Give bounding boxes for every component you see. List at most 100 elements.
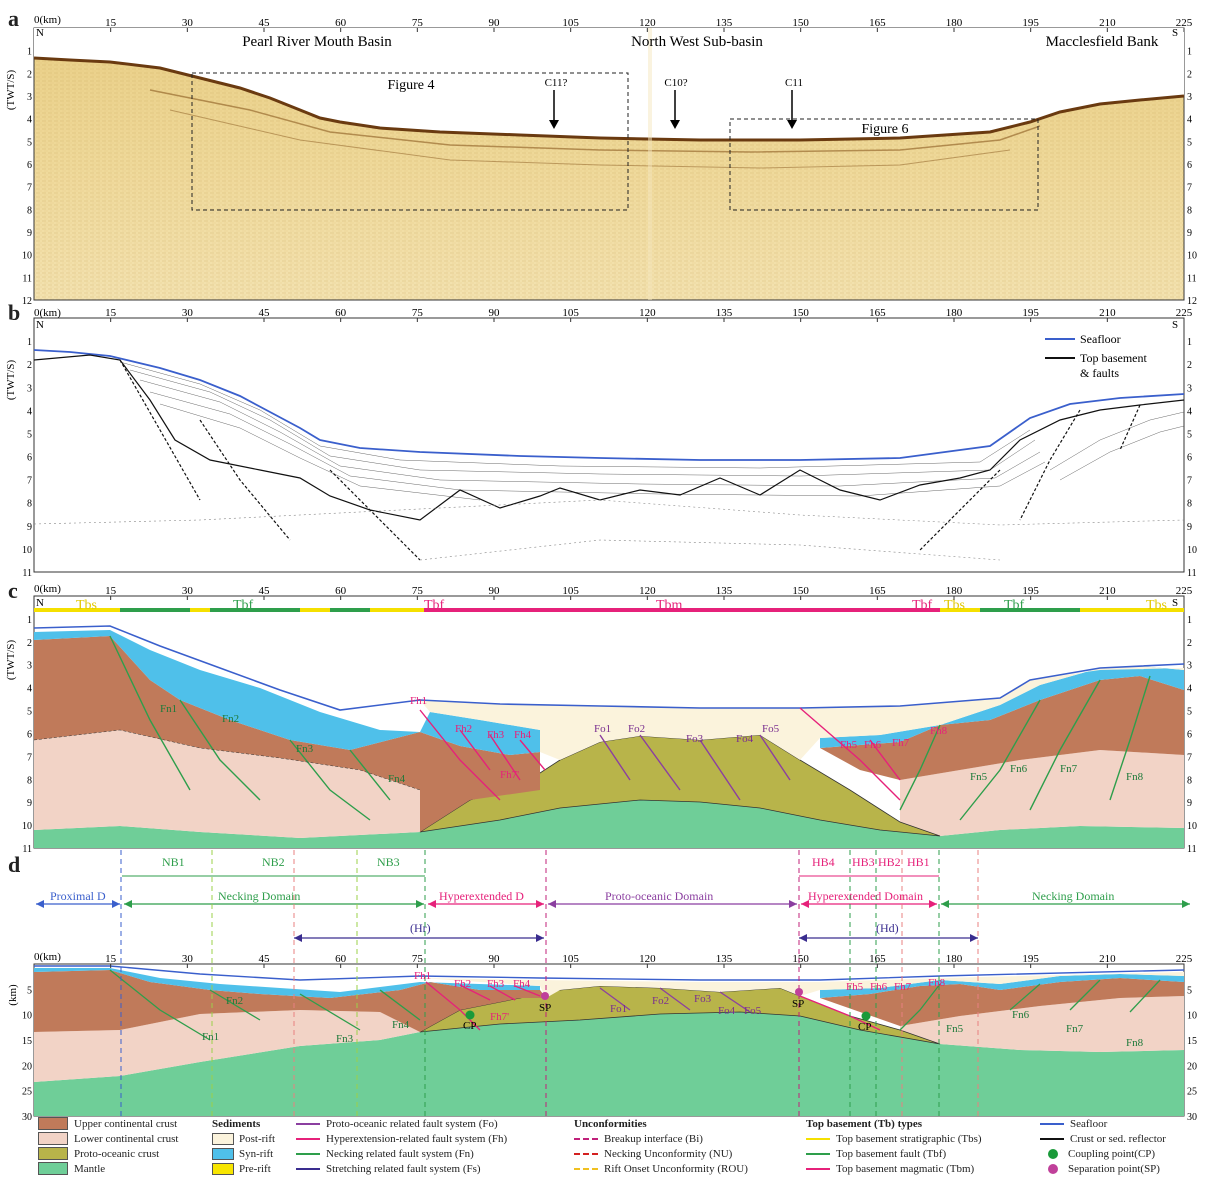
separation-point-icon — [1048, 1163, 1058, 1174]
fault-label-d-fn7: Fn7 — [1066, 1023, 1084, 1035]
coupling-point-left — [465, 1010, 475, 1020]
proto-oceanic-crust-c — [419, 734, 941, 837]
legend-crust-reflector: Crust or sed. reflector — [1040, 1131, 1166, 1146]
axis-tick-label-a-right: 4 — [1187, 115, 1192, 126]
axis-tick-label-c-right: 11 — [1187, 844, 1197, 855]
km-tick-label-a: 60 — [335, 17, 347, 29]
fault-label-fo2: Fo2 — [628, 723, 645, 735]
axis-tick-label-c-right: 6 — [1187, 729, 1192, 740]
axis-tick-label-c-left: 2 — [27, 638, 32, 649]
south-label-b: S — [1172, 319, 1178, 331]
domain-proximal: Proximal D — [50, 889, 106, 903]
km-tick-label-a: 15 — [105, 17, 117, 29]
fault-label-fn7: Fn7 — [1060, 763, 1078, 775]
tb-label-6: Tbs — [944, 598, 965, 613]
axis-tick-label-a-right: 8 — [1187, 205, 1192, 216]
km-tick-label-c: 180 — [946, 585, 963, 597]
mantle-c — [34, 800, 1184, 848]
axis-tick-label-a-left: 9 — [27, 228, 32, 239]
axis-tick-label-b-left: 2 — [27, 360, 32, 371]
km-tick-label-d: 150 — [792, 953, 809, 965]
panel-d: NB1 NB2 NB3 HB4 HB3 HB2 HB1 Proximal D N… — [7, 850, 1197, 1123]
figure6-label: Figure 6 — [861, 122, 908, 137]
line-bi — [574, 1137, 598, 1140]
domain-hyperextended-left: Hyperextended D — [439, 889, 524, 903]
km-tick-label-b: 60 — [335, 307, 347, 319]
fault-label-d-fo1: Fo1 — [610, 1003, 627, 1015]
km-tick-label-b: 90 — [489, 307, 501, 319]
segment-hb3: HB3 — [852, 855, 875, 869]
km-tick-label-c: 120 — [639, 585, 656, 597]
km-tick-label-d: 210 — [1099, 953, 1116, 965]
legend-top-basement: Top basement (Tb) types Top basement str… — [806, 1116, 982, 1176]
km-label-d: 0(km) — [34, 951, 61, 963]
km-tick-label-d: 120 — [639, 953, 656, 965]
legend-proto-oceanic-crust: Proto-oceanic crust — [38, 1146, 178, 1161]
legend-syn-rift: Syn-rift — [212, 1146, 275, 1161]
cp-label-right: CP — [858, 1021, 871, 1033]
upper-crust-d-left — [34, 970, 546, 1032]
line-fh — [296, 1137, 320, 1140]
fault-label-fh2: Fh2 — [455, 723, 472, 735]
axis-tick-label-d-right: 10 — [1187, 1011, 1197, 1022]
km-tick-label-b: 75 — [412, 307, 424, 319]
fault-label-d-fn6: Fn6 — [1012, 1009, 1030, 1021]
axis-tick-label-b-right: 9 — [1187, 522, 1192, 533]
legend-unconformities: Unconformities Breakup interface (Bi) Ne… — [574, 1116, 748, 1176]
line-fo — [296, 1122, 320, 1125]
tb-label-3: Tbf — [424, 598, 445, 613]
fault-label-d-fo2: Fo2 — [652, 995, 669, 1007]
tb-label-7: Tbf — [1004, 598, 1025, 613]
swatch-pre-rift — [212, 1162, 234, 1175]
north-label-c: N — [36, 597, 44, 609]
legend-tb-title: Top basement (Tb) types — [806, 1117, 923, 1130]
km-tick-label-c: 30 — [182, 585, 194, 597]
legend-unconf-nu: Necking Unconformity (NU) — [574, 1146, 748, 1161]
fault-label-d-fh1: Fh1 — [414, 970, 431, 982]
axis-tick-label-b-right: 2 — [1187, 360, 1192, 371]
km-tick-label-a: 150 — [792, 17, 809, 29]
domain-necking-left: Necking Domain — [218, 889, 300, 903]
axis-tick-label-a-left: 5 — [27, 137, 32, 148]
legend-fault-fo: Proto-oceanic related fault system (Fo) — [296, 1116, 507, 1131]
km-tick-label-c: 105 — [562, 585, 579, 597]
axis-tick-label-d-left: 10 — [22, 1011, 32, 1022]
fault-label-fo5: Fo5 — [762, 723, 780, 735]
axis-tick-label-c-left: 1 — [27, 615, 32, 626]
fault-label-fh6: Fh6 — [864, 739, 882, 751]
km-tick-label-d: 195 — [1022, 953, 1039, 965]
panel-b-letter: b — [8, 300, 21, 325]
axis-tick-label-b-left: 3 — [27, 383, 32, 394]
tb-label-5: Tbf — [912, 598, 933, 613]
swatch-mantle — [38, 1162, 68, 1175]
line-rou — [574, 1167, 598, 1170]
svg-text:C11: C11 — [785, 77, 803, 89]
km-tick-label-b: 15 — [105, 307, 117, 319]
water-column — [34, 28, 1184, 140]
north-label-a: N — [36, 27, 44, 39]
km-tick-label-a: 210 — [1099, 17, 1116, 29]
segment-hb2: HB2 — [878, 855, 901, 869]
legend: Upper continental crust Lower continenta… — [0, 1116, 1208, 1182]
axis-tick-label-c-left: 7 — [27, 752, 32, 763]
km-tick-label-a: 225 — [1176, 17, 1193, 29]
fault-label-d-fo3: Fo3 — [694, 993, 712, 1005]
axis-tick-label-c-right: 4 — [1187, 684, 1192, 695]
axis-tick-label-a-left: 12 — [22, 296, 32, 307]
km-tick-label-c: 210 — [1099, 585, 1116, 597]
fault-label-fo3: Fo3 — [686, 733, 704, 745]
faults-c — [109, 635, 1151, 821]
domain-proto-oceanic: Proto-oceanic Domain — [605, 889, 713, 903]
legend-post-rift: Post-rift — [212, 1131, 275, 1146]
domain-hyperextended-right: Hyperextended Domain — [808, 889, 923, 903]
line-fn — [296, 1152, 320, 1155]
km-tick-label-a: 120 — [639, 17, 656, 29]
km-tick-label-c: 15 — [105, 585, 117, 597]
axis-tick-label-b-left: 8 — [27, 499, 32, 510]
axis-tick-label-a-left: 10 — [22, 251, 32, 262]
legend-misc: Seafloor Crust or sed. reflector Couplin… — [1040, 1116, 1166, 1176]
